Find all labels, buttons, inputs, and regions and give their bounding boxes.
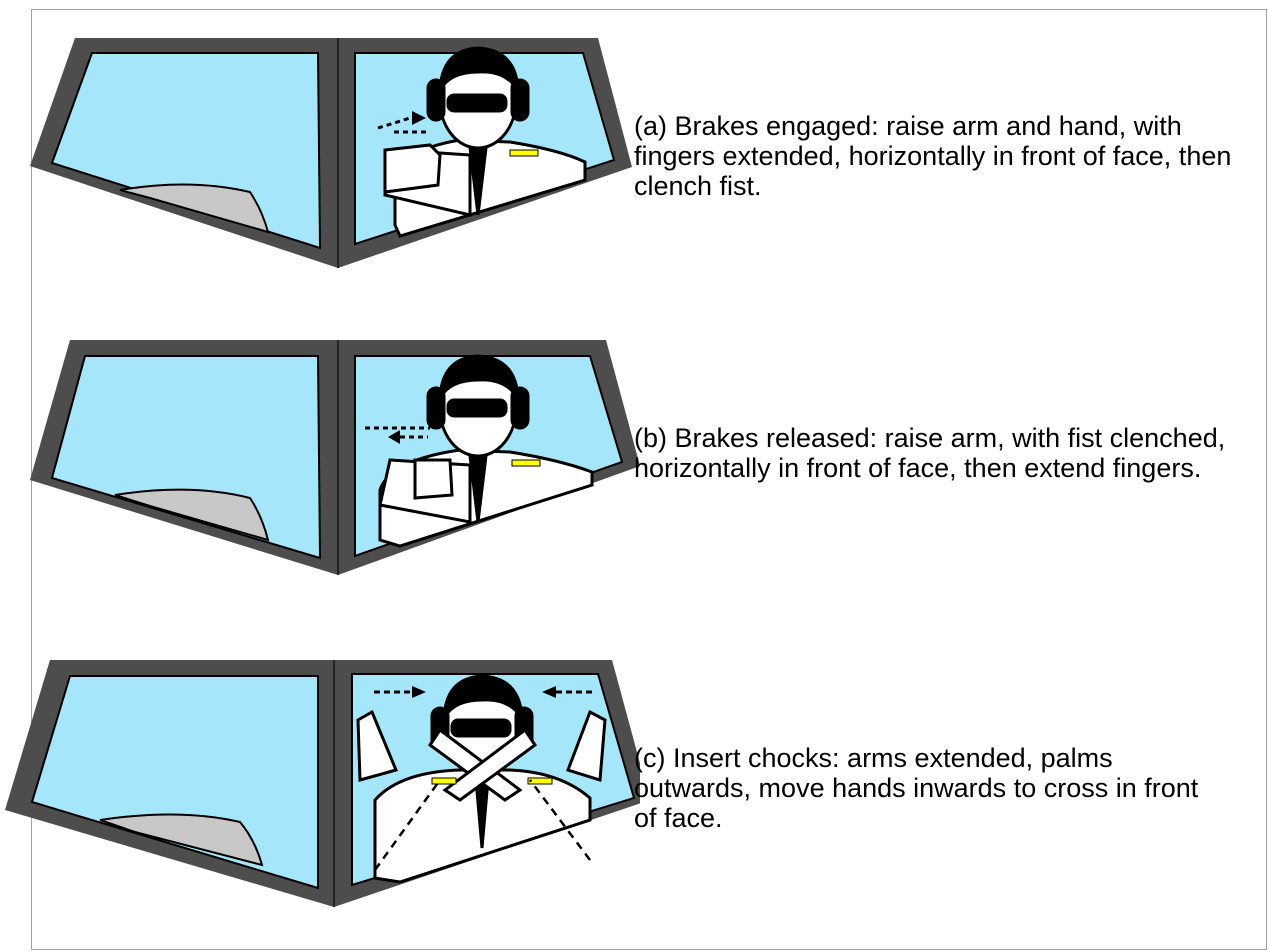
signal-panel-brakes-released: (b) Brakes released: raise arm, with fis… — [0, 300, 1269, 600]
caption-brakes-released: (b) Brakes released: raise arm, with fis… — [634, 423, 1244, 483]
cockpit-illustration-a — [0, 0, 640, 300]
caption-brakes-engaged: (a) Brakes engaged: raise arm and hand, … — [634, 111, 1264, 201]
cockpit-illustration-b — [0, 300, 640, 600]
cockpit-illustration-c — [0, 620, 640, 920]
signal-panel-brakes-engaged: (a) Brakes engaged: raise arm and hand, … — [0, 0, 1269, 300]
caption-insert-chocks: (c) Insert chocks: arms extended, palms … — [634, 743, 1224, 833]
signal-panel-insert-chocks: (c) Insert chocks: arms extended, palms … — [0, 620, 1269, 920]
